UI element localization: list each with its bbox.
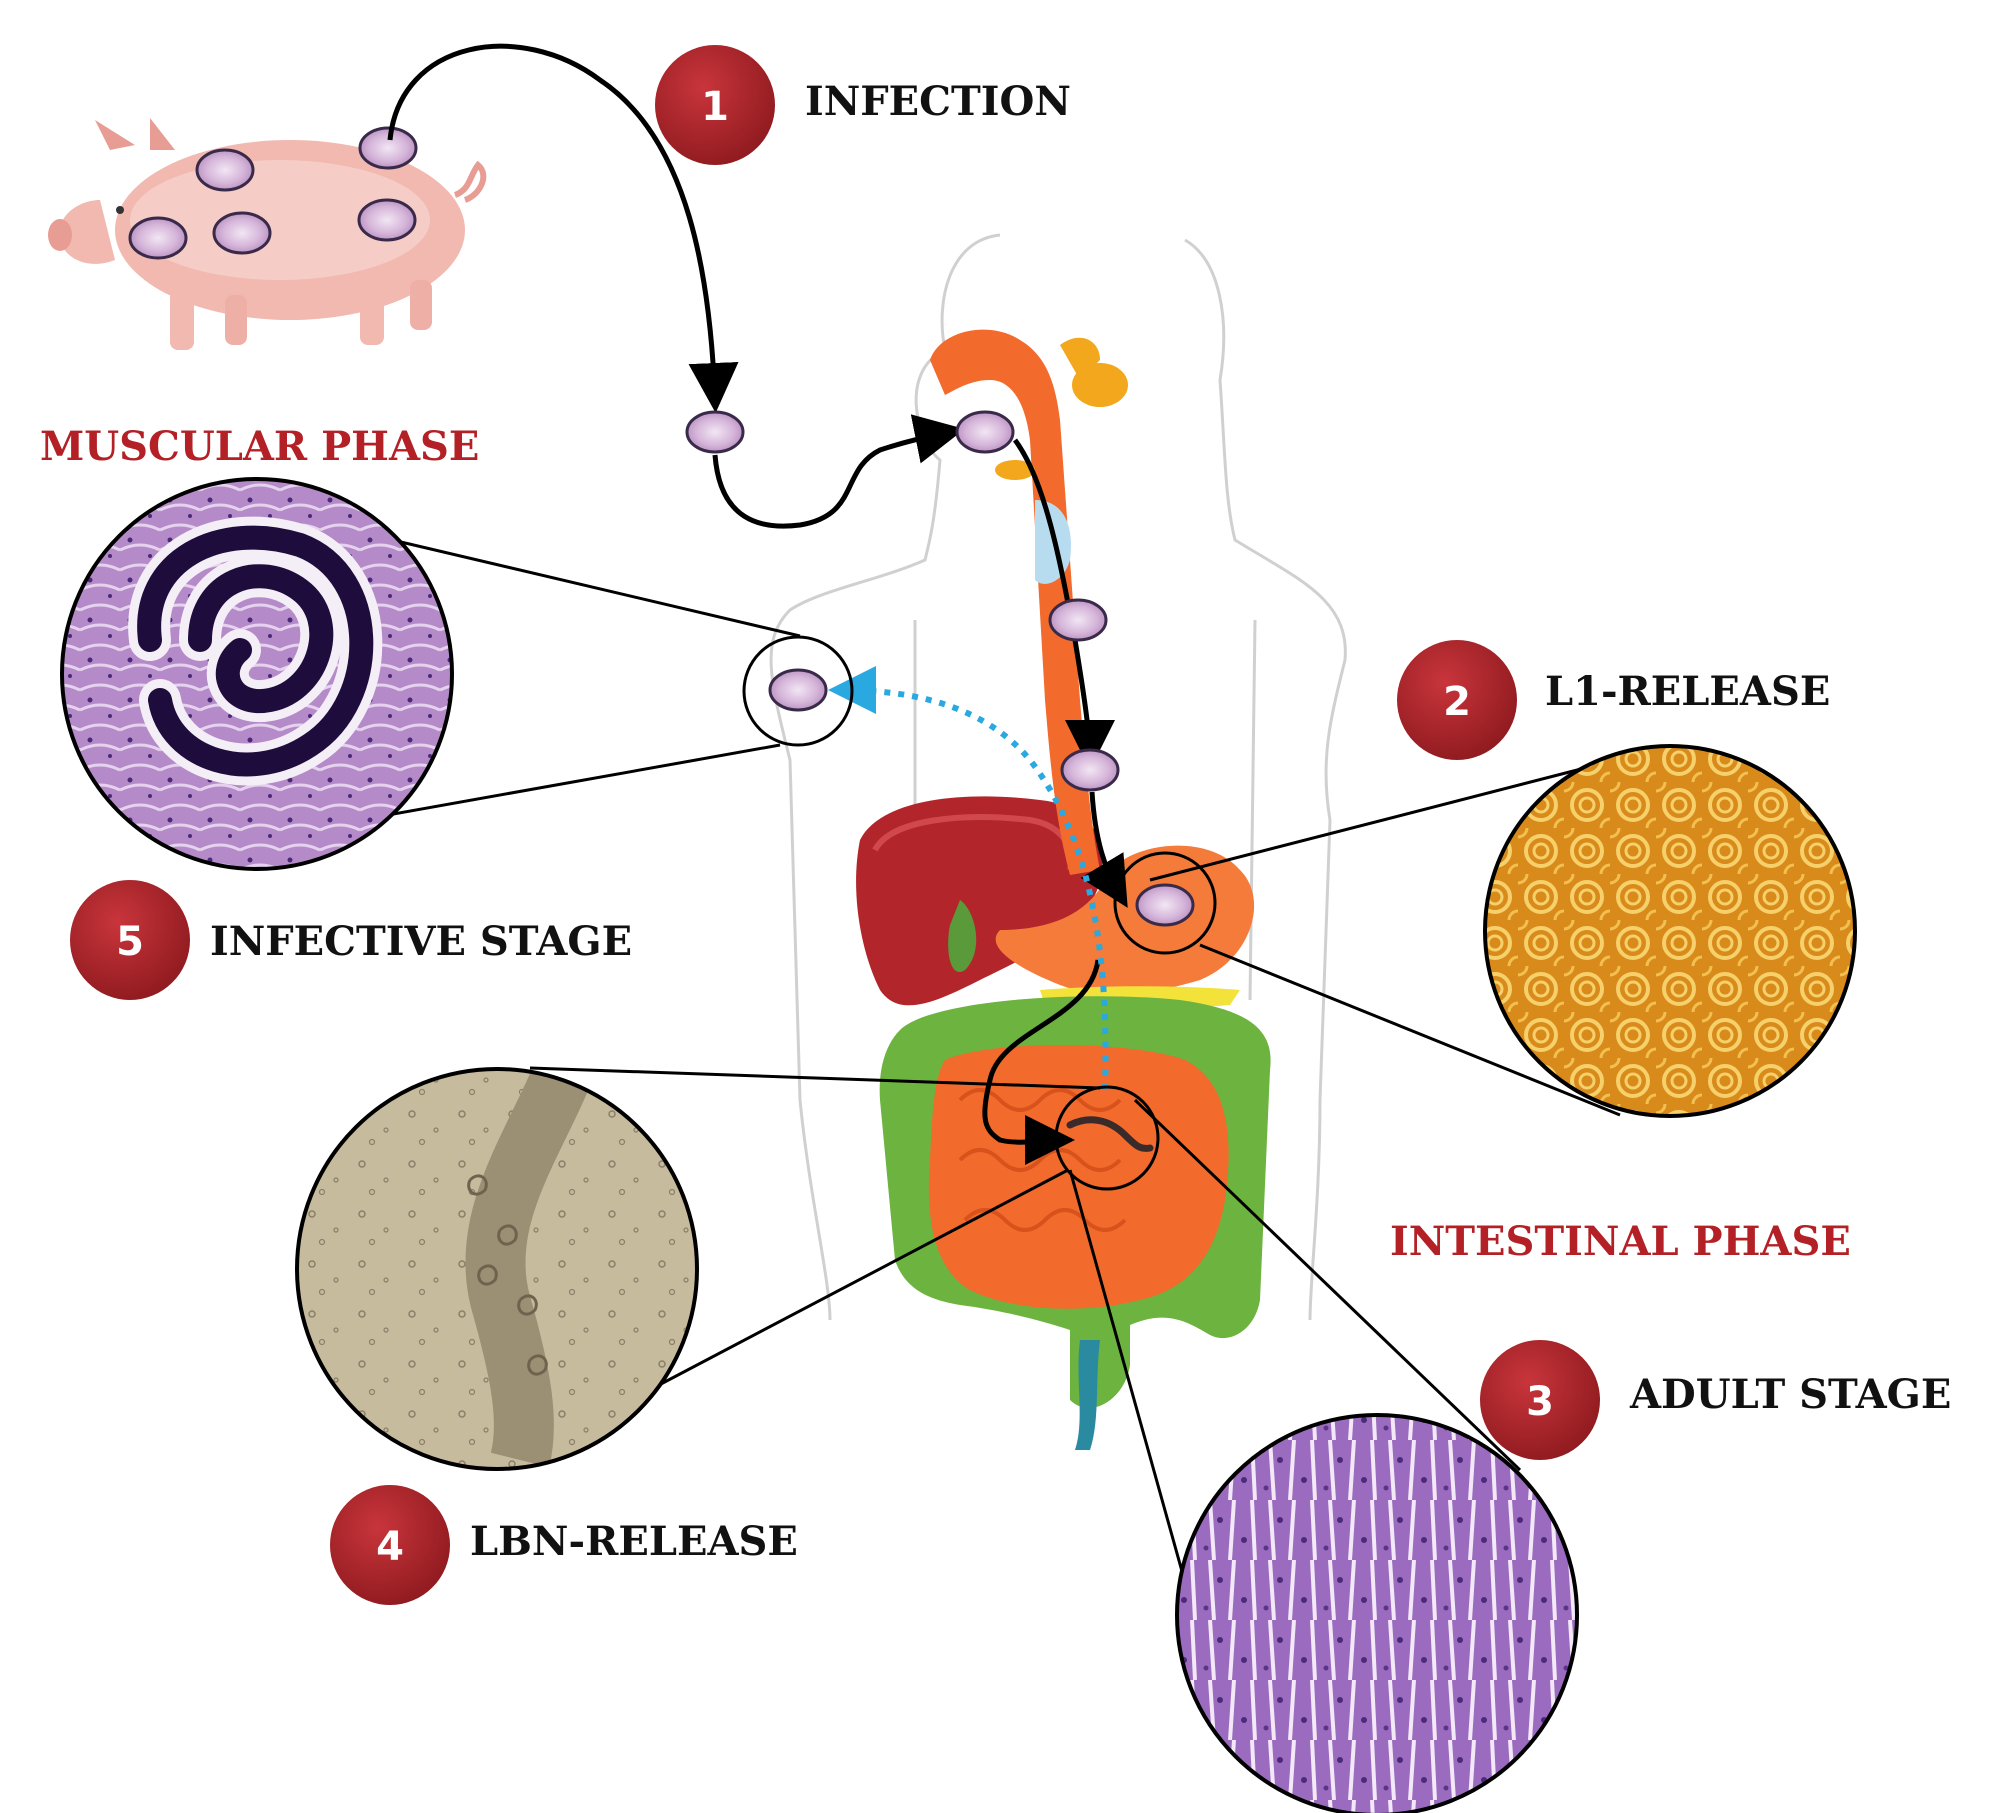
adult-stage-micrograph — [1175, 1413, 1579, 1813]
small-intestine — [928, 1045, 1229, 1309]
intestine-ring — [1054, 1085, 1160, 1191]
step-number: 2 — [1443, 679, 1471, 725]
step-number: 5 — [116, 919, 144, 965]
l1-release-micrograph — [1483, 744, 1857, 1118]
intestinal-phase-label: INTESTINAL PHASE — [1390, 1218, 1851, 1265]
ingestion-arrow — [712, 414, 965, 529]
muscular-phase-label: MUSCULAR PHASE — [40, 423, 479, 470]
step-label: INFECTION — [805, 78, 1071, 125]
larva-cyst-icon — [1060, 748, 1120, 792]
larva-cyst-icon — [128, 216, 188, 260]
larva-cyst-icon — [955, 410, 1015, 454]
step-badge — [70, 880, 190, 1000]
lbn-release-micrograph — [295, 1067, 699, 1471]
step-label: ADULT STAGE — [1629, 1371, 1951, 1418]
adult-worm-icon — [1066, 1116, 1154, 1152]
larva-cyst-icon — [358, 126, 418, 170]
intestine-arrow — [982, 959, 1101, 1166]
larva-cyst-icon — [212, 211, 272, 255]
larva-cyst-icon — [685, 410, 745, 454]
larva-cyst-icon — [768, 668, 828, 712]
step-2: 2 L1-RELEASE — [1397, 640, 1830, 760]
step-badge — [1397, 640, 1517, 760]
step-number: 4 — [376, 1524, 404, 1570]
step-badge — [330, 1485, 450, 1605]
stomach-ring — [1113, 851, 1217, 955]
larva-cyst-icon — [357, 198, 417, 242]
step-5: 5 INFECTIVE STAGE — [70, 880, 632, 1000]
step-number: 1 — [701, 84, 729, 130]
pig-icon — [48, 118, 487, 350]
step-number: 3 — [1526, 1379, 1554, 1425]
step-badge — [655, 45, 775, 165]
step-label: INFECTIVE STAGE — [210, 918, 632, 965]
step-label: L1-RELEASE — [1545, 668, 1830, 715]
larva-cyst-icon — [195, 148, 255, 192]
step-3: 3 ADULT STAGE — [1480, 1340, 1951, 1460]
gallbladder — [948, 900, 977, 972]
infection-arrow — [387, 43, 739, 413]
larva-cyst-icon — [1048, 598, 1108, 642]
magnifier-connectors — [349, 528, 1621, 1601]
step-4: 4 LBN-RELEASE — [330, 1485, 798, 1605]
step-label: LBN-RELEASE — [470, 1518, 798, 1565]
step-badge — [1480, 1340, 1600, 1460]
infective-stage-micrograph — [60, 477, 454, 871]
step-1: 1 INFECTION — [655, 45, 1071, 165]
rectum — [1075, 1340, 1100, 1450]
larva-cyst-icon — [1135, 883, 1195, 927]
stomach — [995, 845, 1255, 995]
stomach-arrow — [1080, 791, 1128, 908]
salivary-glands — [995, 363, 1128, 480]
migration-arrow — [828, 666, 1109, 1091]
